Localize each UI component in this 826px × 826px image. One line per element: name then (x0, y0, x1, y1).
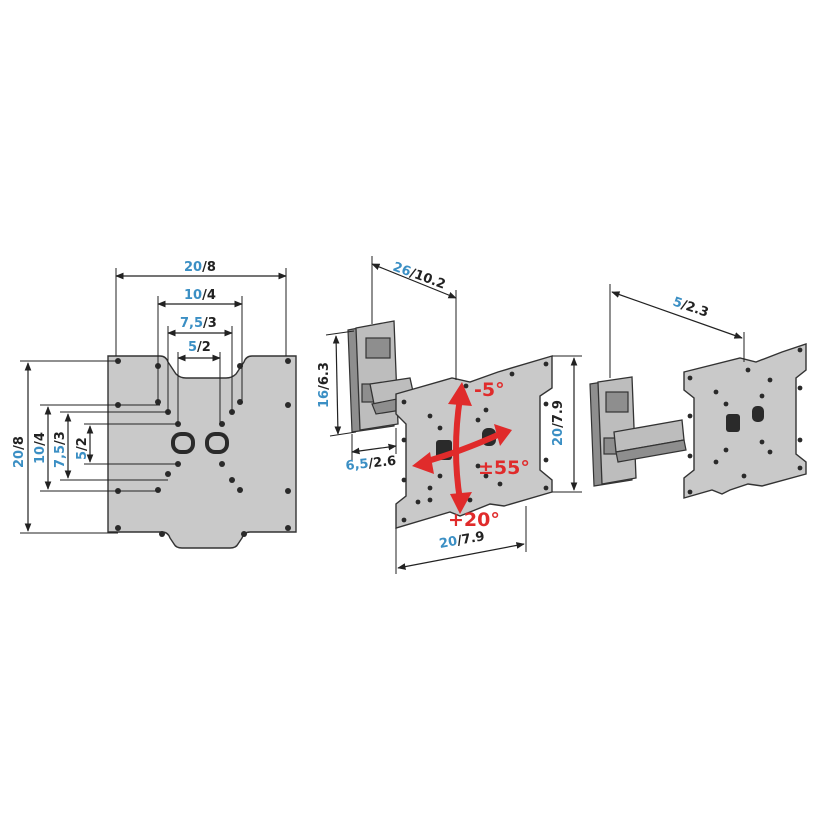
vesa-plate-folded (683, 343, 807, 499)
folded-view: 5/2.3 (589, 284, 807, 499)
front-view: 20/8 10/4 7,5/3 5/2 20/8 10/4 7,5/3 5/2 (12, 260, 297, 549)
front-width-outer-label: 20/8 (184, 260, 216, 275)
vesa-plate-front (107, 355, 297, 549)
front-extension-lines (20, 268, 287, 534)
extended-view: -5° ±55° +20° 26/10.2 16/6.3 6,5/2.6 20/… (317, 256, 582, 574)
center-slots (171, 432, 229, 454)
wall-plate-height-label: 16/6.3 (317, 362, 332, 408)
depth-extended-label: 26/10.2 (391, 260, 448, 293)
front-width-2-label: 10/4 (184, 288, 216, 303)
folded-dimension-lines (609, 284, 745, 378)
front-width-3-label: 7,5/3 (180, 316, 217, 331)
front-width-dimensions (115, 272, 287, 362)
front-height-outer-label: 20/8 (12, 436, 27, 468)
front-height-4-label: 5/2 (75, 437, 90, 460)
wall-plate-width-label: 6,5/2.6 (345, 454, 397, 474)
depth-folded-label: 5/2.3 (671, 295, 711, 321)
front-height-2-label: 10/4 (33, 432, 48, 464)
plate-height-label: 20/7.9 (551, 400, 566, 446)
front-height-3-label: 7,5/3 (53, 431, 68, 468)
plate-width-label: 20/7.9 (438, 529, 486, 552)
folded-plate-holes (687, 347, 803, 495)
motion-arrows (412, 382, 512, 514)
tilt-down-label: +20° (448, 509, 500, 531)
swivel-label: ±55° (478, 457, 530, 479)
folded-arm (613, 419, 687, 463)
wall-bracket (347, 320, 399, 433)
tilt-up-label: -5° (474, 379, 505, 401)
extended-dimension-lines (325, 256, 582, 574)
front-height-dimensions (24, 362, 94, 532)
front-width-4-label: 5/2 (188, 340, 211, 355)
